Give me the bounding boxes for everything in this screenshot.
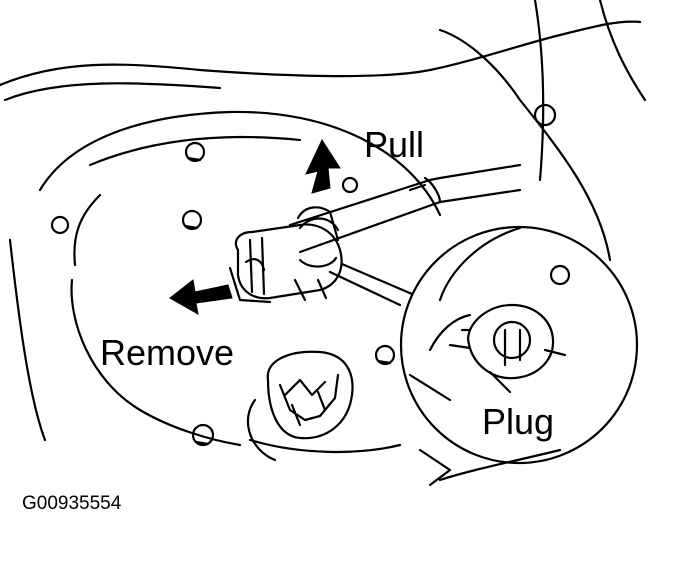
tank-outline [0, 0, 647, 487]
hose-connector [228, 206, 343, 304]
pump-flange [38, 110, 442, 454]
pull-arrow-icon [305, 138, 341, 194]
remove-label: Remove [100, 332, 234, 373]
bolt-holes [50, 103, 571, 447]
figure-code: G00935554 [22, 493, 122, 514]
fuel-tube [288, 163, 522, 254]
remove-arrow-icon [169, 279, 233, 315]
plug-label: Plug [482, 401, 554, 442]
plug-detail [408, 303, 567, 402]
magnifier-callout [328, 225, 639, 465]
sender-bracket [246, 350, 354, 462]
pull-label: Pull [364, 124, 424, 165]
